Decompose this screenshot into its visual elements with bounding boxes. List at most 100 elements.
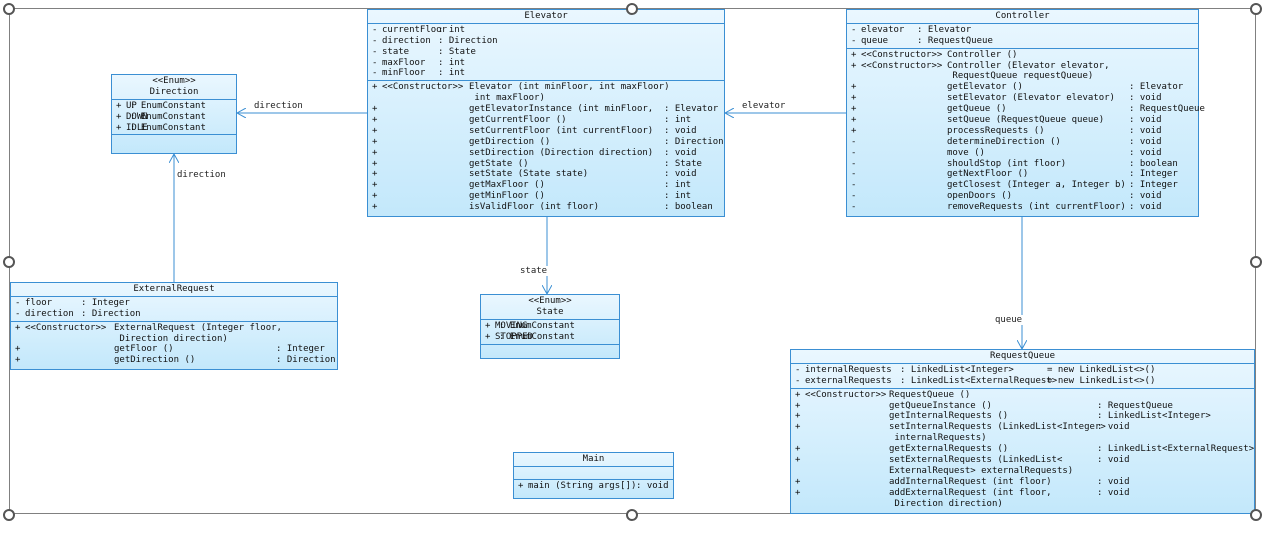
return-type: : void (1097, 487, 1130, 498)
enum-constants-section: +UP: EnumConstant+DOWN: EnumConstant+IDL… (112, 100, 236, 136)
enum-state[interactable]: <<Enum>> State +MOVING: EnumConstant+STO… (480, 294, 620, 359)
resize-handle-middle-left[interactable] (3, 256, 15, 268)
operation-row[interactable]: +<<Constructor>>RequestQueue () (795, 390, 1250, 401)
operation-row[interactable]: -removeRequests (int currentFloor): void (851, 202, 1194, 213)
operation-row[interactable]: +getQueueInstance (): RequestQueue (795, 401, 1250, 412)
operation-row[interactable]: +getQueue (): RequestQueue (851, 104, 1205, 115)
operation-signature: Direction direction) (114, 333, 228, 344)
operation-row[interactable]: -move (): void (851, 148, 1194, 159)
operation-continuation-row[interactable]: internalRequests) (795, 433, 1250, 444)
operation-row[interactable]: +getMaxFloor (): int (372, 180, 720, 191)
operation-row[interactable]: +setState (State state): void (372, 169, 720, 180)
class-header: RequestQueue (791, 350, 1254, 364)
operation-row[interactable]: +getExternalRequests (): LinkedList<Exte… (795, 444, 1254, 455)
operation-row[interactable]: +<<Constructor>>Controller () (851, 50, 1194, 61)
operation-row[interactable]: +getMinFloor (): int (372, 191, 720, 202)
operation-row[interactable]: +getElevatorInstance (int minFloor,: Ele… (372, 104, 720, 115)
attribute-type: : Elevator (917, 24, 972, 35)
constructor-stereotype: <<Constructor>> (382, 82, 464, 93)
operation-row[interactable]: +main (String args[]): void (518, 481, 669, 492)
operation-row[interactable]: +addExternalRequest (int floor,: void (795, 488, 1250, 499)
constructor-stereotype: <<Constructor>> (861, 60, 943, 71)
enum-constant-row[interactable]: +UP: EnumConstant (116, 101, 232, 112)
attribute-type: : Direction (81, 308, 141, 319)
operation-row[interactable]: +getState (): State (372, 159, 720, 170)
operation-row[interactable]: +setElevator (Elevator elevator): void (851, 93, 1194, 104)
return-type: : void (664, 169, 697, 180)
operation-row[interactable]: -getNextFloor (): Integer (851, 169, 1194, 180)
operation-row[interactable]: +setCurrentFloor (int currentFloor): voi… (372, 126, 720, 137)
operation-continuation-row[interactable]: RequestQueue requestQueue) (851, 71, 1194, 82)
operation-row[interactable]: +setQueue (RequestQueue queue): void (851, 115, 1194, 126)
operation-row[interactable]: -getClosest (Integer a, Integer b): Inte… (851, 180, 1194, 191)
enum-direction[interactable]: <<Enum>> Direction +UP: EnumConstant+DOW… (111, 74, 237, 154)
attribute-name: direction (382, 35, 431, 46)
operation-continuation-row[interactable]: Direction direction) (15, 334, 333, 345)
attribute-row[interactable]: -maxFloor: int (372, 58, 720, 69)
enum-constant-row[interactable]: +STOPPED: EnumConstant (485, 332, 615, 343)
operation-row[interactable]: +getElevator (): Elevator (851, 82, 1194, 93)
operation-row[interactable]: +getDirection (): Direction (372, 137, 724, 148)
operation-signature: addInternalRequest (int floor) (889, 476, 1052, 487)
operation-row[interactable]: -shouldStop (int floor): boolean (851, 159, 1194, 170)
return-type: : Integer (1129, 180, 1178, 191)
visibility-marker: + (795, 400, 801, 411)
operation-signature: getState () (469, 158, 529, 169)
operation-row[interactable]: +setExternalRequests (LinkedList<: void (795, 455, 1250, 466)
operation-row[interactable]: +getDirection (): Direction (15, 355, 336, 366)
enum-constants-section: +MOVING: EnumConstant+STOPPED: EnumConst… (481, 320, 619, 345)
resize-handle-bottom-left[interactable] (3, 509, 15, 521)
operation-signature: int maxFloor) (469, 93, 545, 104)
class-external-request[interactable]: ExternalRequest -floor: Integer-directio… (10, 282, 338, 370)
visibility-marker: + (372, 82, 378, 93)
operation-row[interactable]: +isValidFloor (int floor): boolean (372, 202, 720, 213)
attribute-row[interactable]: -currentFloor: int (372, 25, 720, 36)
operation-row[interactable]: +getFloor (): Integer (15, 344, 333, 355)
operation-continuation-row[interactable]: Direction direction) (795, 499, 1250, 510)
operation-row[interactable]: -openDoors (): void (851, 191, 1194, 202)
resize-handle-bottom-right[interactable] (1250, 509, 1262, 521)
visibility-marker: - (795, 375, 801, 386)
visibility-marker: - (851, 35, 857, 46)
resize-handle-bottom-center[interactable] (626, 509, 638, 521)
attribute-row[interactable]: -elevator: Elevator (851, 25, 1194, 36)
attribute-row[interactable]: -queue: RequestQueue (851, 36, 1194, 47)
attribute-initial-value: = new LinkedList<>() (1047, 364, 1156, 375)
operation-continuation-row[interactable]: int maxFloor) (372, 93, 720, 104)
enum-constant-row[interactable]: +MOVING: EnumConstant (485, 321, 615, 332)
operation-row[interactable]: +<<Constructor>>Elevator (int minFloor, … (372, 82, 720, 93)
attribute-type: : Integer (81, 297, 130, 308)
operation-row[interactable]: +<<Constructor>>ExternalRequest (Integer… (15, 323, 333, 334)
attribute-row[interactable]: -floor: Integer (15, 298, 333, 309)
operation-row[interactable]: +<<Constructor>>Controller (Elevator ele… (851, 61, 1194, 72)
resize-handle-middle-right[interactable] (1250, 256, 1262, 268)
resize-handle-top-right[interactable] (1250, 3, 1262, 15)
operation-row[interactable]: +setInternalRequests (LinkedList<Integer… (795, 422, 1250, 433)
operation-row[interactable]: +addInternalRequest (int floor): void (795, 477, 1250, 488)
enum-constant-row[interactable]: +IDLE: EnumConstant (116, 123, 232, 134)
return-type: : int (664, 115, 692, 126)
attribute-type: : EnumConstant (130, 111, 206, 122)
operation-row[interactable]: +getCurrentFloor (): int (372, 115, 720, 126)
attribute-row[interactable]: -minFloor: int (372, 68, 720, 79)
visibility-marker: + (851, 82, 857, 93)
resize-handle-top-left[interactable] (3, 3, 15, 15)
attribute-type: : EnumConstant (130, 122, 206, 133)
attribute-row[interactable]: -externalRequests: LinkedList<ExternalRe… (795, 376, 1250, 387)
operation-row[interactable]: +setDirection (Direction direction): voi… (372, 148, 720, 159)
attribute-row[interactable]: -direction: Direction (15, 309, 333, 320)
class-main[interactable]: Main +main (String args[]): void (513, 452, 674, 499)
attribute-row[interactable]: -direction: Direction (372, 36, 720, 47)
class-request-queue[interactable]: RequestQueue -internalRequests: LinkedLi… (790, 349, 1255, 514)
class-elevator[interactable]: Elevator -currentFloor: int-direction: D… (367, 9, 725, 217)
attribute-row[interactable]: -internalRequests: LinkedList<Integer>= … (795, 365, 1250, 376)
operation-row[interactable]: +getInternalRequests (): LinkedList<Inte… (795, 411, 1250, 422)
operation-row[interactable]: +processRequests (): void (851, 126, 1194, 137)
operation-row[interactable]: -determineDirection (): void (851, 137, 1194, 148)
enum-constant-row[interactable]: +DOWN: EnumConstant (116, 112, 232, 123)
operation-continuation-row[interactable]: ExternalRequest> externalRequests) (795, 466, 1250, 477)
resize-handle-top-center[interactable] (626, 3, 638, 15)
attribute-row[interactable]: -state: State (372, 47, 720, 58)
class-controller[interactable]: Controller -elevator: Elevator-queue: Re… (846, 9, 1205, 217)
